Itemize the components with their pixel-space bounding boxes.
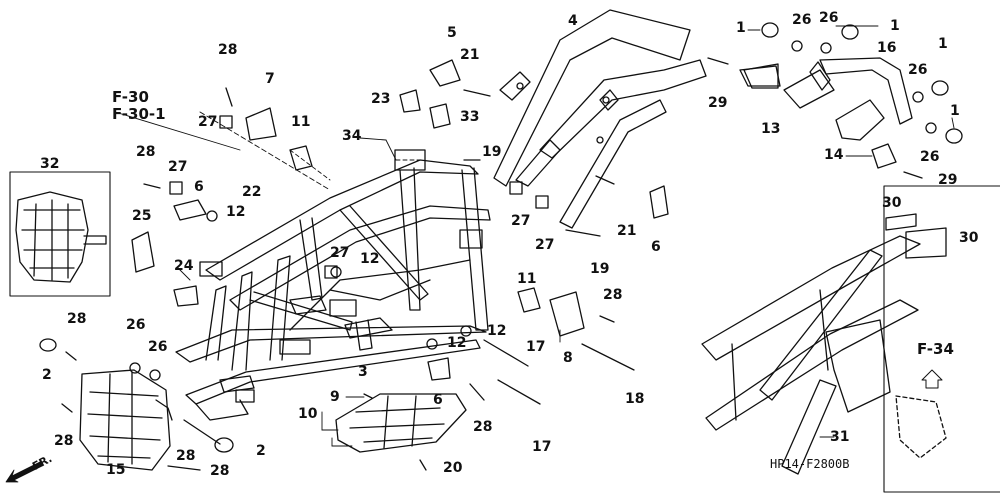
callout-12[interactable]: 12	[487, 323, 507, 339]
diagram-code: HP14-F2800B	[770, 457, 850, 471]
callout-17[interactable]: 17	[526, 339, 546, 355]
callout-8[interactable]: 8	[563, 350, 573, 366]
callout-13[interactable]: 13	[761, 121, 781, 137]
reference-arrow-icon	[921, 369, 943, 389]
callout-1[interactable]: 1	[950, 103, 960, 119]
callout-23[interactable]: 23	[371, 91, 391, 107]
callout-28[interactable]: 28	[218, 42, 238, 58]
leader-lines	[114, 25, 955, 447]
callout-30[interactable]: 30	[882, 195, 902, 211]
callout-26[interactable]: 26	[920, 149, 940, 165]
callout-29[interactable]: 29	[708, 95, 728, 111]
reference-top-sub[interactable]: F-30-1	[112, 105, 166, 123]
callout-12[interactable]: 12	[360, 251, 380, 267]
skid-plate	[335, 393, 467, 453]
callout-18[interactable]: 18	[625, 391, 645, 407]
callout-1[interactable]: 1	[890, 18, 900, 34]
callout-28[interactable]: 28	[136, 144, 156, 160]
callout-21[interactable]: 21	[617, 223, 637, 239]
grab-bar	[739, 57, 913, 141]
callout-25[interactable]: 25	[132, 208, 152, 224]
front-bumper	[79, 369, 173, 471]
front-guard	[15, 191, 107, 283]
callout-7[interactable]: 7	[265, 71, 275, 87]
callout-27[interactable]: 27	[168, 159, 188, 175]
callout-1[interactable]: 1	[736, 20, 746, 36]
callout-6[interactable]: 6	[194, 179, 204, 195]
callout-2[interactable]: 2	[42, 367, 52, 383]
reference-top[interactable]: F-30	[112, 88, 149, 106]
callout-34[interactable]: 34	[342, 128, 362, 144]
callout-33[interactable]: 33	[460, 109, 480, 125]
callout-11[interactable]: 11	[517, 271, 537, 287]
callout-5[interactable]: 5	[447, 25, 457, 41]
reference-bottom-right[interactable]: F-34	[917, 340, 954, 358]
callout-6[interactable]: 6	[651, 239, 661, 255]
callout-29[interactable]: 29	[938, 172, 958, 188]
callout-31[interactable]: 31	[830, 429, 850, 445]
callout-26[interactable]: 26	[792, 12, 812, 28]
front-guard-box	[9, 171, 111, 297]
rear-subframe	[493, 9, 707, 229]
callout-14[interactable]: 14	[824, 147, 844, 163]
callout-22[interactable]: 22	[242, 184, 262, 200]
callout-15[interactable]: 15	[106, 462, 126, 478]
callout-28[interactable]: 28	[473, 419, 493, 435]
callout-28[interactable]: 28	[603, 287, 623, 303]
callout-11[interactable]: 11	[291, 114, 311, 130]
callout-4[interactable]: 4	[568, 13, 578, 29]
callout-28[interactable]: 28	[210, 463, 230, 479]
callout-24[interactable]: 24	[174, 258, 194, 274]
callout-9[interactable]: 9	[330, 389, 340, 405]
small-parts	[39, 22, 963, 471]
callout-27[interactable]: 27	[535, 237, 555, 253]
callout-2[interactable]: 2	[256, 443, 266, 459]
callout-27[interactable]: 27	[511, 213, 531, 229]
callout-19[interactable]: 19	[590, 261, 610, 277]
front-arrow-icon	[5, 461, 43, 483]
callout-28[interactable]: 28	[176, 448, 196, 464]
callout-12[interactable]: 12	[447, 335, 467, 351]
callout-6[interactable]: 6	[433, 392, 443, 408]
callout-26[interactable]: 26	[148, 339, 168, 355]
callout-32[interactable]: 32	[40, 156, 60, 172]
callout-19[interactable]: 19	[482, 144, 502, 160]
callout-28[interactable]: 28	[54, 433, 74, 449]
callout-20[interactable]: 20	[443, 460, 463, 476]
main-frame	[175, 149, 491, 421]
callout-16[interactable]: 16	[877, 40, 897, 56]
callout-28[interactable]: 28	[67, 311, 87, 327]
callout-27[interactable]: 27	[330, 245, 350, 261]
callout-17[interactable]: 17	[532, 439, 552, 455]
callout-1[interactable]: 1	[938, 36, 948, 52]
callout-21[interactable]: 21	[460, 47, 480, 63]
callout-12[interactable]: 12	[226, 204, 246, 220]
inset-frame	[701, 213, 947, 475]
inset-box	[883, 185, 1000, 493]
callout-26[interactable]: 26	[908, 62, 928, 78]
callout-30[interactable]: 30	[959, 230, 979, 246]
callout-26[interactable]: 26	[819, 10, 839, 26]
callout-26[interactable]: 26	[126, 317, 146, 333]
callout-27[interactable]: 27	[198, 114, 218, 130]
callout-10[interactable]: 10	[298, 406, 318, 422]
callout-3[interactable]: 3	[358, 364, 368, 380]
